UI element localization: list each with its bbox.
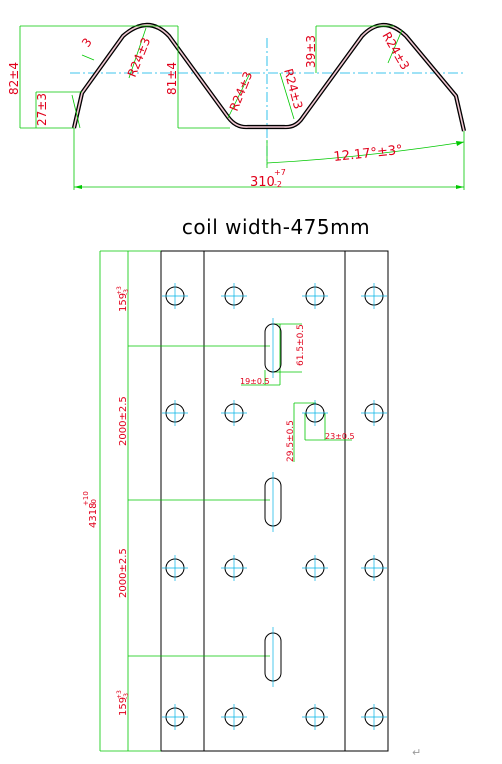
hole — [162, 555, 188, 581]
dim-overall-width-tol-lower: -2 — [274, 180, 282, 189]
plate-layout: 4318 +10 -0 159 +3 -3 2000±2.5 2000±2.5 … — [82, 250, 389, 752]
hole-pattern — [162, 283, 387, 730]
dim-inner-height: 81±4 — [165, 62, 179, 95]
hole — [361, 555, 387, 581]
dim-end-pitch-top: 159 — [118, 293, 129, 312]
dim-end-pitch-top-tol-upper: +3 — [116, 286, 123, 295]
dim-crest-height: 39±3 — [304, 35, 318, 68]
hole — [221, 283, 247, 309]
dim-overall-height: 82±4 — [7, 62, 21, 95]
w-beam-profile: 82±4 27±3 3 R24±3 81±4 R24±3 R24±3 39±3 … — [7, 22, 467, 190]
dim-end-flange: 27±3 — [35, 93, 49, 126]
dim-slot-width: 19±0.5 — [240, 377, 270, 386]
dim-hole-offset: 29.5±0.5 — [286, 420, 296, 462]
dim-end-pitch-top-tol-lower: -3 — [123, 289, 130, 295]
hole — [221, 400, 247, 426]
angle-marker — [81, 54, 95, 61]
hole — [162, 283, 188, 309]
profile-inner — [73, 24, 465, 132]
coil-width-label: coil width-475mm — [182, 215, 370, 239]
dim-total-length: 4318 — [88, 503, 99, 528]
slot — [264, 472, 282, 532]
hole — [162, 400, 188, 426]
dim-end-pitch-bottom: 159 — [118, 697, 129, 716]
hole — [361, 704, 387, 730]
dim-slot-length: 61.5±0.5 — [296, 324, 306, 366]
paragraph-mark: ↵ — [412, 746, 421, 759]
profile-arrowheads — [74, 141, 464, 189]
dim-radius-bottom-left: R24±3 — [227, 70, 255, 114]
dim-end-angle: 3 — [79, 35, 95, 49]
slot — [264, 318, 282, 378]
hole — [162, 704, 188, 730]
dim-overall-width: 310 — [250, 175, 275, 190]
dim-overall-width-tol-upper: +7 — [274, 168, 286, 177]
plate-dimension-lines — [99, 250, 352, 752]
hole — [302, 283, 328, 309]
dim-total-length-tol-lower: -0 — [90, 499, 98, 506]
dim-flare-angle: 12.17°±3° — [333, 143, 404, 165]
hole — [302, 704, 328, 730]
dim-mid-pitch-2: 2000±2.5 — [118, 548, 129, 598]
dim-hole-diameter: 23±0.5 — [325, 432, 355, 441]
hole — [302, 555, 328, 581]
slot — [264, 627, 282, 687]
dim-total-length-tol: +10 — [82, 491, 90, 506]
slot-pattern — [264, 318, 282, 687]
hole — [361, 283, 387, 309]
hole — [361, 400, 387, 426]
hole — [221, 704, 247, 730]
dim-mid-pitch-1: 2000±2.5 — [118, 396, 129, 446]
hole — [221, 555, 247, 581]
dim-end-pitch-bottom-tol-upper: +3 — [116, 690, 123, 699]
hole — [302, 400, 328, 426]
profile-dimension-lines — [19, 25, 465, 190]
dim-radius-left: R24±3 — [125, 36, 153, 80]
dim-end-pitch-bottom-tol-lower: -3 — [123, 693, 130, 699]
plate-outline — [160, 250, 389, 752]
